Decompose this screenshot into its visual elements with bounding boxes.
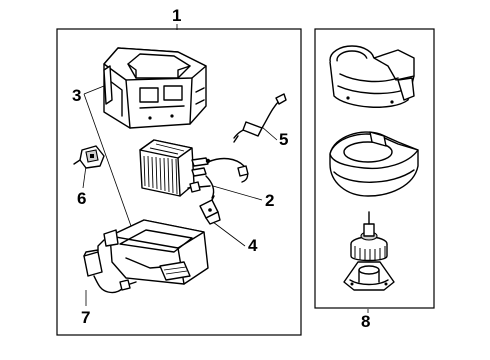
evaporator-core (139, 139, 211, 197)
svg-text:7: 7 (81, 308, 90, 327)
callout-4: 4 (212, 221, 258, 255)
right-assembly-frame (314, 28, 435, 309)
temperature-sensor (233, 93, 287, 143)
callout-5: 5 (261, 126, 288, 149)
expansion-valve-harness (187, 157, 249, 199)
callout-7: 7 (81, 290, 90, 327)
svg-text:1: 1 (172, 6, 181, 25)
svg-text:5: 5 (279, 130, 288, 149)
callout-2: 2 (212, 185, 274, 210)
callout-3: 3 (72, 85, 132, 227)
blower-lower-housing (329, 131, 419, 197)
callout-8: 8 (361, 309, 370, 331)
svg-text:3: 3 (72, 86, 81, 105)
left-assembly-frame (56, 28, 302, 336)
upper-case-housing (103, 47, 207, 129)
blower-motor (343, 261, 395, 291)
svg-text:8: 8 (361, 312, 370, 331)
svg-text:2: 2 (265, 191, 274, 210)
thermistor-harness (83, 249, 137, 294)
svg-text:4: 4 (248, 236, 258, 255)
blower-upper-housing (329, 45, 415, 108)
svg-text:6: 6 (77, 189, 86, 208)
switch-connector (73, 145, 105, 169)
blower-fan-wheel (350, 211, 388, 262)
blower-resistor (199, 195, 221, 225)
callout-1: 1 (172, 6, 181, 30)
callout-6: 6 (77, 165, 86, 208)
lower-case-housing (97, 219, 209, 285)
